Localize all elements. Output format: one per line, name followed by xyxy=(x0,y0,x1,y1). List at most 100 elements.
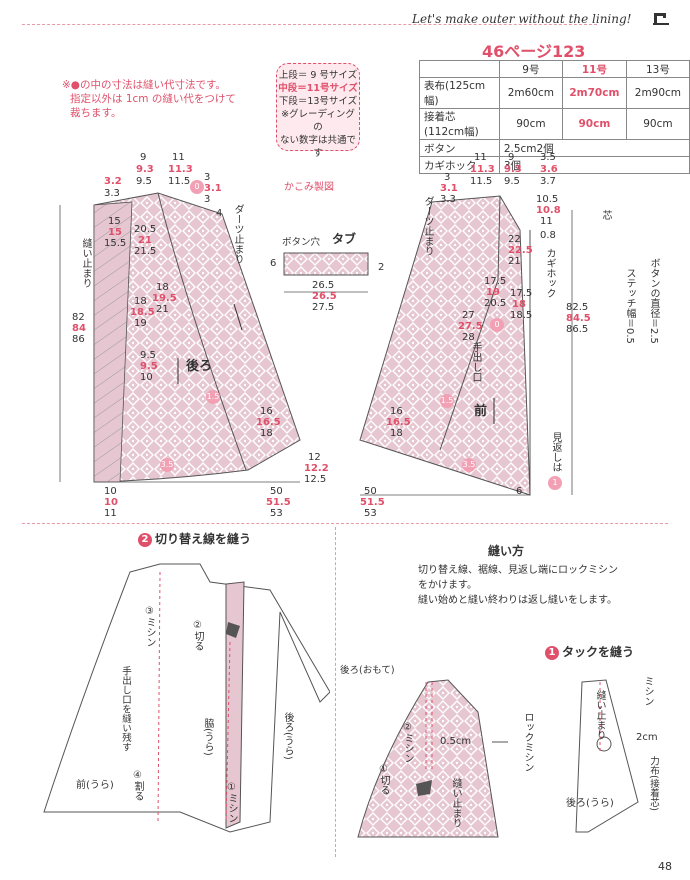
sewing-machine-icon xyxy=(652,10,670,30)
buttonhole-label: ボタン穴 xyxy=(282,237,321,248)
back-hem-13: 53 xyxy=(270,508,283,519)
front-facing: 見返しは xyxy=(550,432,561,472)
back-shoulder-9: 3 xyxy=(204,172,211,183)
front-hem-6: 6 xyxy=(516,486,523,497)
button-diameter: ボタンの直径＝2.5 xyxy=(648,258,659,344)
front-sh-13: 3.3 xyxy=(440,194,456,205)
s2-mishin1: ①ミシン xyxy=(226,782,237,823)
back-bot-11: 10 xyxy=(104,497,118,508)
howto-title: 縫い方 xyxy=(488,544,525,558)
back-m1-11: 19.5 xyxy=(152,293,177,304)
front-dart-stop: ダーツ止まり xyxy=(422,196,433,256)
section-divider xyxy=(22,523,668,524)
column-divider xyxy=(335,527,336,857)
step1-diagram xyxy=(357,679,639,838)
front-top-a9: 11 xyxy=(474,152,487,163)
front-hand-opening: 手出し口 xyxy=(470,342,481,382)
back-m1-9: 18 xyxy=(156,282,169,293)
s2-back: 後ろ(うら) xyxy=(282,712,293,760)
front-neck-08: 0.8 xyxy=(540,230,556,241)
front-m5-9: 16 xyxy=(390,406,403,417)
s2-hand-opening: 手出し口を縫い残す xyxy=(120,666,131,752)
s2-cut2: ②切る xyxy=(192,620,203,651)
header-rule xyxy=(22,24,597,25)
front-m2-9: 17.5 xyxy=(484,276,507,287)
back-l2-13: 21.5 xyxy=(134,246,157,257)
front-top-a13: 11.5 xyxy=(470,176,493,187)
s1-back-front: 後ろ(おもて) xyxy=(340,665,395,676)
front-hem-13: 53 xyxy=(364,508,377,519)
front-m4-11: 27.5 xyxy=(458,321,483,332)
back-top-b13: 11.5 xyxy=(168,176,191,187)
front-hem-9: 50 xyxy=(364,486,377,497)
front-len-9: 82.5 xyxy=(566,302,589,313)
front-top-b13: 9.5 xyxy=(504,176,520,187)
s2-mishin3: ③ミシン xyxy=(144,606,155,647)
back-l4-9: 9.5 xyxy=(140,350,156,361)
header-tagline: Let's make outer without the lining! xyxy=(412,12,632,26)
page-ref: 46ページ123 xyxy=(482,42,586,61)
front-m1-11: 22.5 xyxy=(508,245,533,256)
back-l3-9: 18 xyxy=(134,296,147,307)
front-sh-11: 3.1 xyxy=(440,183,458,194)
back-m2-9: 16 xyxy=(260,406,273,417)
tab-dim-11: 26.5 xyxy=(312,291,337,302)
back-top-11: 9.3 xyxy=(136,164,154,175)
back-len-13: 86 xyxy=(72,334,85,345)
back-side-9: 12 xyxy=(308,452,321,463)
back-l2-9: 20.5 xyxy=(134,224,157,235)
front-top-b9: 9 xyxy=(508,152,515,163)
back-m2-11: 16.5 xyxy=(256,417,281,428)
back-neck-13: 3.3 xyxy=(104,188,120,199)
s2-front: 前(うら) xyxy=(76,780,114,791)
s2-side: 脇(うら) xyxy=(202,718,213,756)
back-l4-11: 9.5 xyxy=(140,361,158,372)
back-l1-13: 15.5 xyxy=(104,238,127,249)
seam-dot: 0 xyxy=(490,318,504,332)
s1-sew-stop2: 縫い止まり xyxy=(594,690,605,740)
back-top-9: 9 xyxy=(140,152,147,163)
pattern-diagram xyxy=(59,192,573,496)
back-bot-13: 11 xyxy=(104,508,117,519)
front-m3-13: 18.5 xyxy=(510,310,533,321)
interfacing-label: 芯 xyxy=(600,210,611,220)
tab-dim-13: 27.5 xyxy=(312,302,335,313)
front-len-11: 84.5 xyxy=(566,313,591,324)
howto-body: 切り替え線、裾線、見返し端にロックミシン をかけます。 縫い始めと縫い終わりは返… xyxy=(418,565,618,606)
front-top-c9: 3.5 xyxy=(540,152,556,163)
back-top-b9: 11 xyxy=(172,152,185,163)
back-top-b11: 11.3 xyxy=(168,164,193,175)
front-top-b11: 9.3 xyxy=(504,164,522,175)
back-m1-13: 21 xyxy=(156,304,169,315)
s1-lock: ロックミシン xyxy=(522,712,533,772)
s2-press4: ④割る xyxy=(132,770,143,801)
back-l3-13: 19 xyxy=(134,318,147,329)
size-legend: 上段＝ 9 号サイズ 中段＝11号サイズ 下段＝13号サイズ ※グレーディングの… xyxy=(276,63,360,159)
s1-2cm: 2cm xyxy=(636,732,658,743)
tab-dim-9: 26.5 xyxy=(312,280,335,291)
front-m3-11: 18 xyxy=(512,299,526,310)
stitch-width: ステッチ幅＝0.5 xyxy=(624,268,635,344)
s1-mishin2: ②ミシン xyxy=(402,722,413,763)
front-sh-9: 3 xyxy=(444,172,451,183)
back-sew-stop: 縫い止まり xyxy=(80,238,91,288)
back-l1-11: 15 xyxy=(108,227,122,238)
s1-mishin: ミシン xyxy=(642,676,653,706)
front-m4-13: 28 xyxy=(462,332,475,343)
material-table: 9号 11号 13号 表布(125cm幅) 2m60cm 2m70cm 2m90… xyxy=(419,60,690,174)
s1-half-cm: 0.5cm xyxy=(440,736,472,747)
front-m2-13: 20.5 xyxy=(484,298,507,309)
back-shoulder-13: 3 xyxy=(204,194,211,205)
front-neck-11: 10.8 xyxy=(536,205,561,216)
front-len-13: 86.5 xyxy=(566,324,589,335)
front-hem-11: 51.5 xyxy=(360,497,385,508)
back-l1-9: 15 xyxy=(108,216,121,227)
tab-title: タブ xyxy=(332,232,357,246)
page-number: 48 xyxy=(658,860,672,873)
front-m2-11: 19 xyxy=(486,287,500,298)
seam-dot: 1 xyxy=(548,476,562,490)
s1-reinforce: 力布(接着芯) xyxy=(648,756,659,811)
s1-cut1: ①切る xyxy=(378,764,389,795)
